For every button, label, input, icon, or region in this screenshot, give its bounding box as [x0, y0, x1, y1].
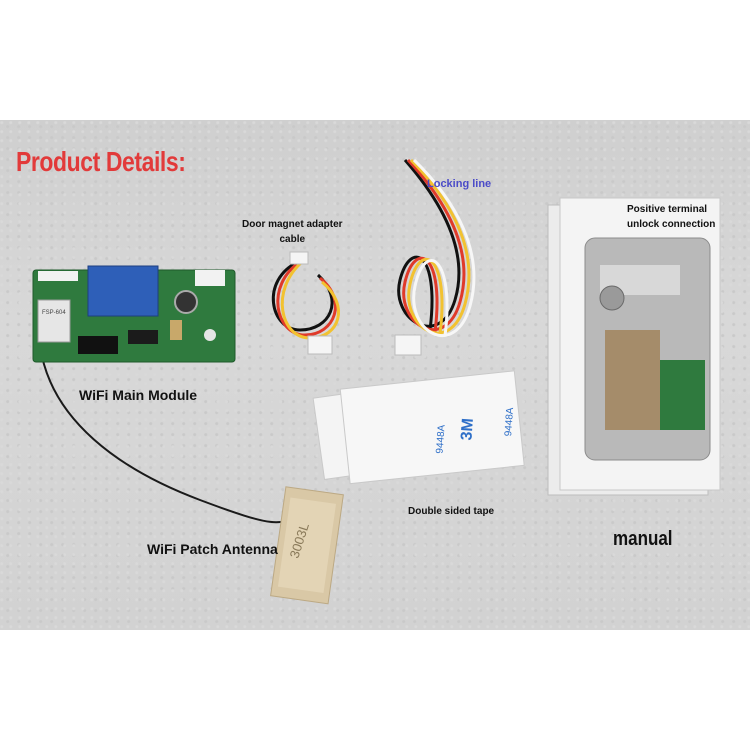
door-magnet-cable	[271, 251, 340, 355]
double-sided-tape: 3M 3M 9448A 9448A	[312, 370, 525, 485]
manual-booklet	[547, 197, 721, 496]
manual-label: manual	[613, 528, 673, 550]
locking-line	[394, 158, 476, 356]
door-magnet-label-line1: Door magnet adapter	[242, 219, 343, 230]
positive-terminal-label-line2: unlock connection	[627, 219, 716, 230]
tape-code: 9448A	[435, 424, 448, 454]
page-title: Product Details:	[16, 146, 186, 177]
door-magnet-label-line2: cable	[279, 234, 306, 245]
antenna-cable	[39, 344, 306, 524]
module-chip-label: FSP-604	[42, 310, 66, 316]
wifi-patch-antenna-label: WiFi Patch Antenna	[147, 541, 278, 557]
locking-line-label: Locking line	[427, 178, 492, 190]
wifi-main-module: FSP-604	[32, 265, 236, 363]
tape-brand-2: 3M	[458, 418, 477, 441]
positive-terminal-label-line1: Positive terminal	[627, 204, 708, 215]
double-sided-tape-label: Double sided tape	[408, 506, 495, 517]
tape-code-2: 9448A	[503, 407, 516, 437]
positive-terminal-label: Positive terminal unlock connection	[627, 202, 715, 232]
door-magnet-label: Door magnet adapter cable	[242, 217, 343, 247]
wifi-main-module-label: WiFi Main Module	[79, 387, 198, 403]
patch-antenna: 3003L	[270, 486, 344, 605]
